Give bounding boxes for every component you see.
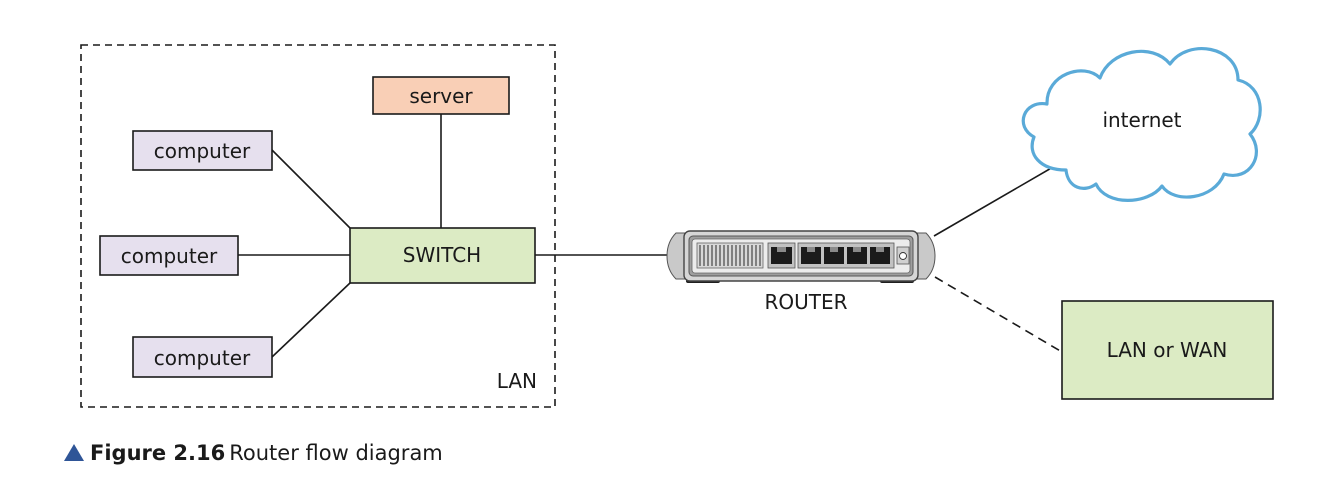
computer-node-2: computer (99, 235, 239, 276)
server-box (372, 76, 510, 115)
lan-or-wan-box (1061, 300, 1274, 400)
switch-node: SWITCH (349, 227, 536, 284)
edge-computer1-switch (271, 149, 351, 229)
router-label: ROUTER (764, 290, 847, 314)
computer-label: computer (121, 244, 218, 268)
computer-label: computer (154, 346, 251, 370)
connections (238, 114, 1063, 358)
server-label: server (409, 84, 473, 108)
internet-node: internet (1021, 47, 1262, 202)
lan-or-wan-label: LAN or WAN (1107, 338, 1228, 362)
edge-router-lan-or-wan (934, 276, 1063, 353)
router-node: ROUTER (666, 230, 936, 314)
switch-label: SWITCH (403, 243, 481, 267)
computer-box (99, 235, 239, 276)
computer-box (132, 336, 273, 378)
computer-node-1: computer (132, 130, 273, 171)
edge-router-internet (933, 162, 1061, 237)
edge-computer3-switch (271, 282, 351, 358)
computer-label: computer (154, 139, 251, 163)
caption-triangle-icon (64, 444, 84, 461)
cloud-icon (1021, 47, 1262, 202)
figure-number: Figure 2.16 (90, 441, 226, 465)
computer-node-3: computer (132, 336, 273, 378)
lan-region-boundary (80, 44, 556, 408)
lan-region-label: LAN (497, 369, 537, 393)
computer-box (132, 130, 273, 171)
server-node: server (372, 76, 510, 115)
figure-title: Router flow diagram (229, 441, 443, 465)
router-icon (666, 230, 936, 283)
switch-box (349, 227, 536, 284)
internet-label: internet (1102, 108, 1181, 132)
lan-or-wan-node: LAN or WAN (1061, 300, 1274, 400)
